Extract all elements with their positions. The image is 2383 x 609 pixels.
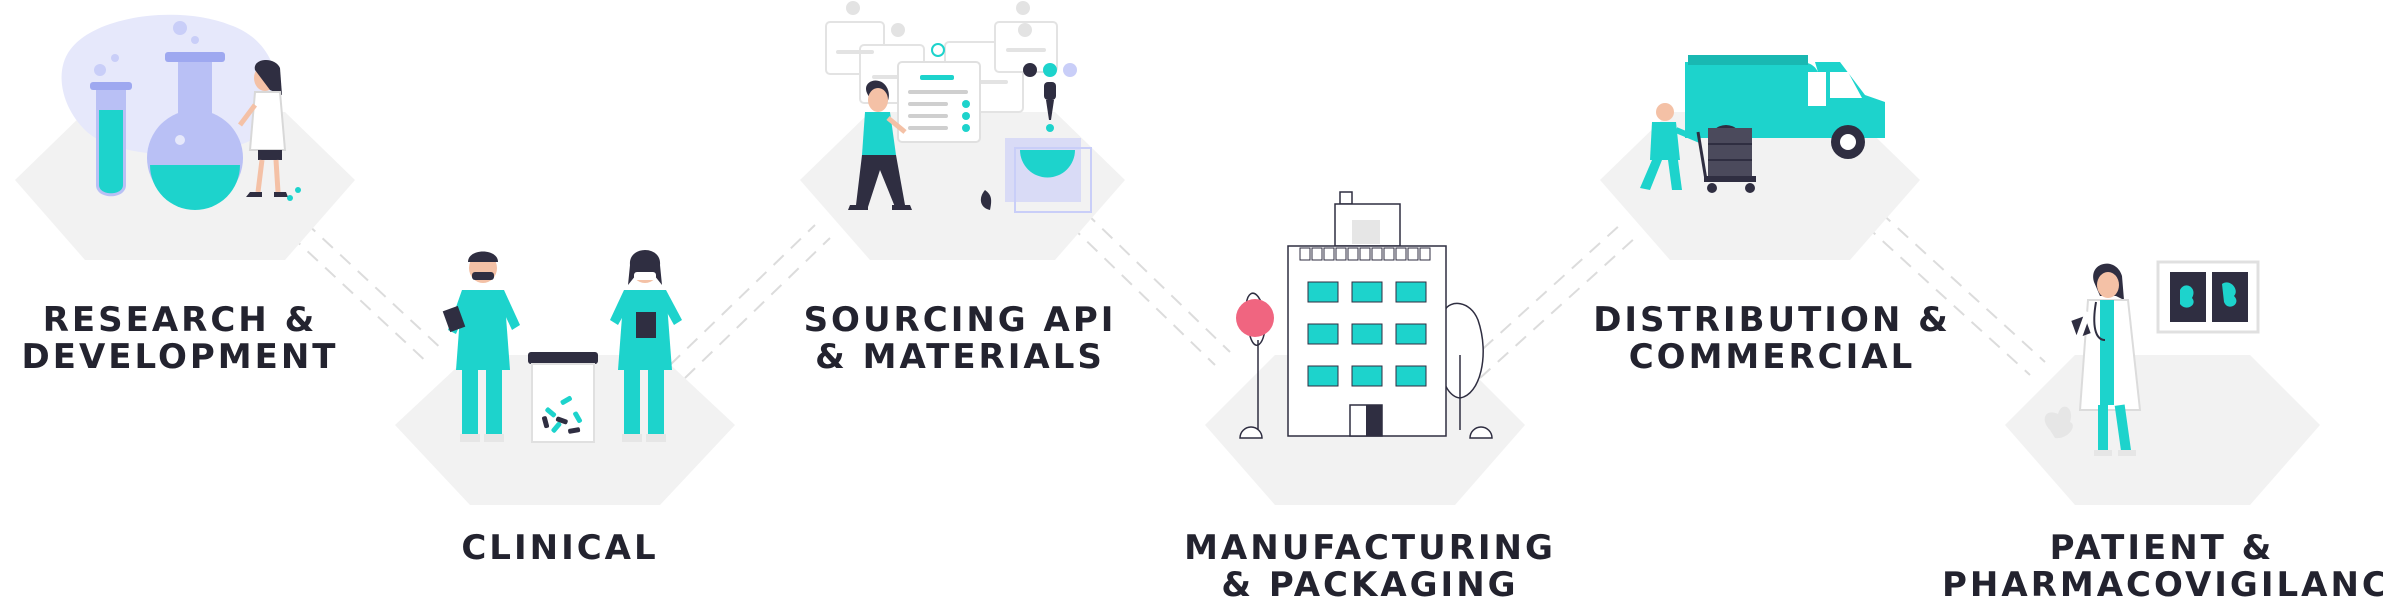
connector-3b bbox=[1084, 211, 1231, 353]
stage-label-research: RESEARCH & DEVELOPMENT bbox=[0, 302, 370, 376]
connector-4b bbox=[1479, 237, 1636, 379]
stage-label-manufacturing-line1: MANUFACTURING bbox=[1184, 528, 1556, 568]
stage-label-patient: PATIENT & PHARMACOVIGILANCE bbox=[1942, 528, 2383, 605]
connector-4a bbox=[1464, 224, 1621, 366]
stage-label-manufacturing: MANUFACTURING & PACKAGING bbox=[1180, 530, 1560, 604]
connector-2b bbox=[684, 237, 831, 379]
connector-1b bbox=[304, 221, 446, 353]
stage-label-distribution-line1: DISTRIBUTION & bbox=[1593, 300, 1951, 340]
stage-label-sourcing-line1: SOURCING API bbox=[803, 300, 1117, 340]
doctor-xray-icon bbox=[2044, 260, 2260, 456]
delivery-van-courier-icon bbox=[1640, 55, 1885, 193]
stage-label-patient-line2: PHARMACOVIGILANCE bbox=[1942, 565, 2383, 605]
connectors bbox=[289, 211, 2046, 379]
connector-5a bbox=[1864, 224, 2031, 376]
connector-1a bbox=[289, 234, 431, 366]
lab-glassware-scientist-icon bbox=[61, 14, 301, 210]
medical-staff-pill-jar-icon bbox=[442, 250, 682, 443]
stage-label-manufacturing-line2: & PACKAGING bbox=[1221, 565, 1519, 605]
factory-building-icon bbox=[1236, 191, 1493, 439]
stage-label-patient-line1: PATIENT & bbox=[2049, 528, 2275, 568]
stage-label-sourcing-line2: & MATERIALS bbox=[815, 337, 1105, 377]
connector-5b bbox=[1879, 211, 2046, 363]
stage-label-research-line2: DEVELOPMENT bbox=[21, 337, 339, 377]
stage-label-clinical: CLINICAL bbox=[370, 530, 750, 567]
connector-2a bbox=[669, 224, 816, 366]
stage-label-distribution: DISTRIBUTION & COMMERCIAL bbox=[1582, 302, 1962, 376]
stage-label-distribution-line2: COMMERCIAL bbox=[1628, 337, 1916, 377]
woman-documents-dropper-icon bbox=[825, 1, 1092, 213]
stage-label-research-line1: RESEARCH & bbox=[42, 300, 318, 340]
connector-3a bbox=[1069, 224, 1216, 366]
stage-label-sourcing: SOURCING API & MATERIALS bbox=[770, 302, 1150, 376]
stage-label-clinical-line1: CLINICAL bbox=[461, 528, 659, 568]
